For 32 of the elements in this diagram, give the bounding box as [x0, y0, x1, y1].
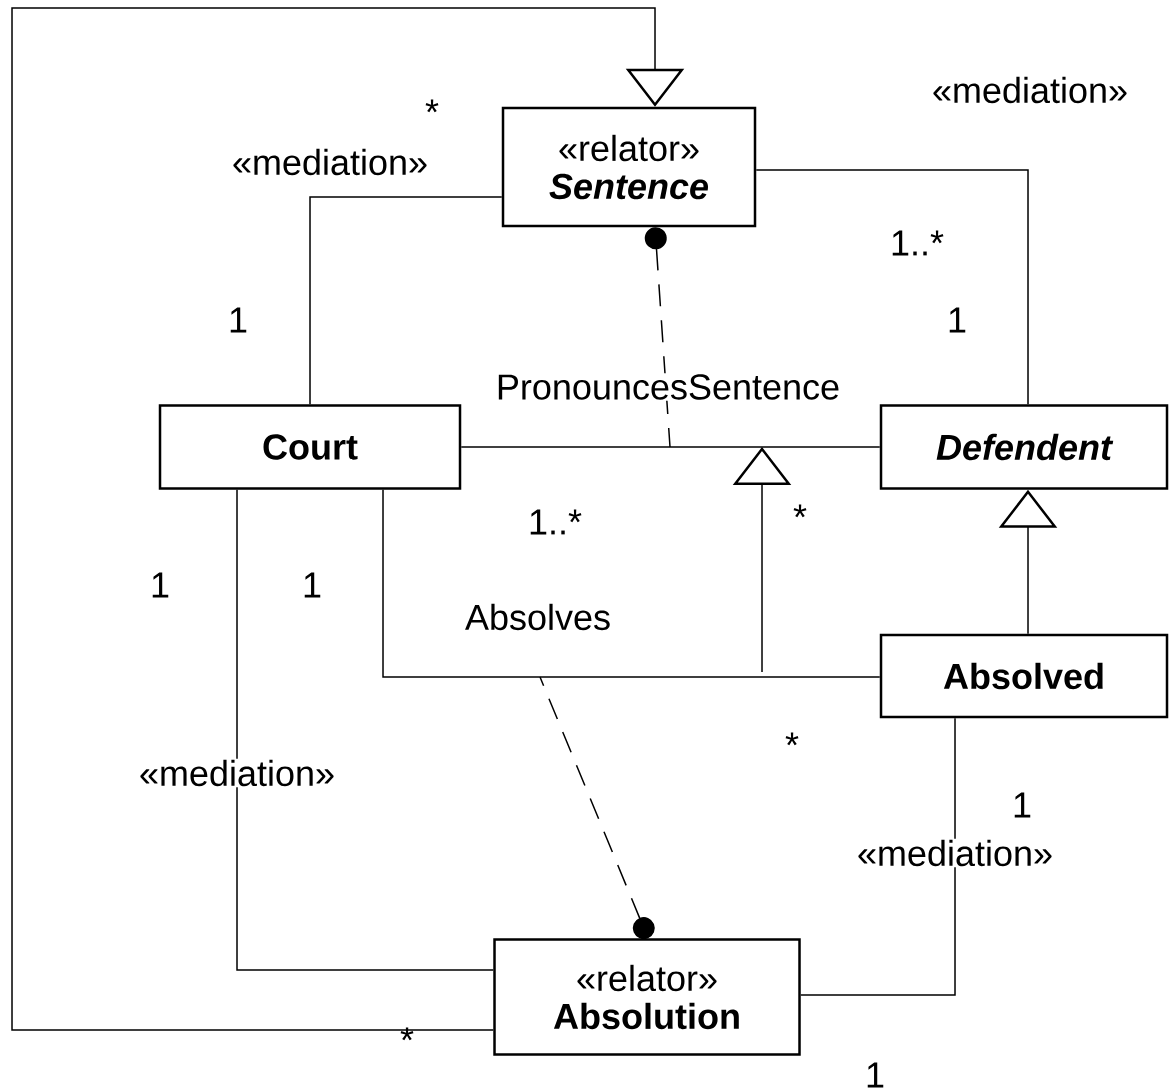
- class-box: Defendent: [879, 404, 1169, 490]
- edge-label: PronouncesSentence: [494, 373, 842, 401]
- dashed-link: [644, 227, 671, 448]
- multiplicity: *: [793, 504, 807, 518]
- association-line: [800, 717, 956, 996]
- edge-label: «mediation»: [230, 147, 430, 177]
- association-line: [236, 489, 494, 971]
- association-line: [460, 446, 881, 448]
- edge-label: «mediation»: [930, 75, 1130, 105]
- association-line: [755, 169, 1029, 405]
- class-box: «relator» Absolution: [493, 938, 801, 1056]
- class-box: Court: [158, 404, 462, 490]
- edge-label: Absolves: [463, 602, 613, 632]
- multiplicity: 1: [230, 307, 247, 333]
- association-line: [309, 196, 503, 405]
- multiplicity: *: [400, 1027, 414, 1041]
- multiplicity: 1..*: [530, 509, 582, 535]
- multiplicity: 1: [1014, 792, 1031, 818]
- class-box: Absolved: [879, 633, 1169, 719]
- association-line: [382, 489, 881, 678]
- multiplicity: 1: [867, 1062, 884, 1088]
- generalization-arrow: [11, 7, 685, 1031]
- multiplicity: 1: [152, 572, 169, 598]
- multiplicity: *: [425, 99, 439, 113]
- edge-label: «mediation»: [137, 758, 337, 788]
- dashed-link: [539, 676, 655, 940]
- edge-label: «mediation»: [855, 838, 1055, 868]
- multiplicity: 1: [949, 307, 966, 333]
- multiplicity: *: [785, 732, 799, 746]
- class-box: «relator» Sentence: [501, 106, 757, 228]
- multiplicity: 1..*: [892, 230, 944, 256]
- multiplicity: 1: [304, 572, 321, 598]
